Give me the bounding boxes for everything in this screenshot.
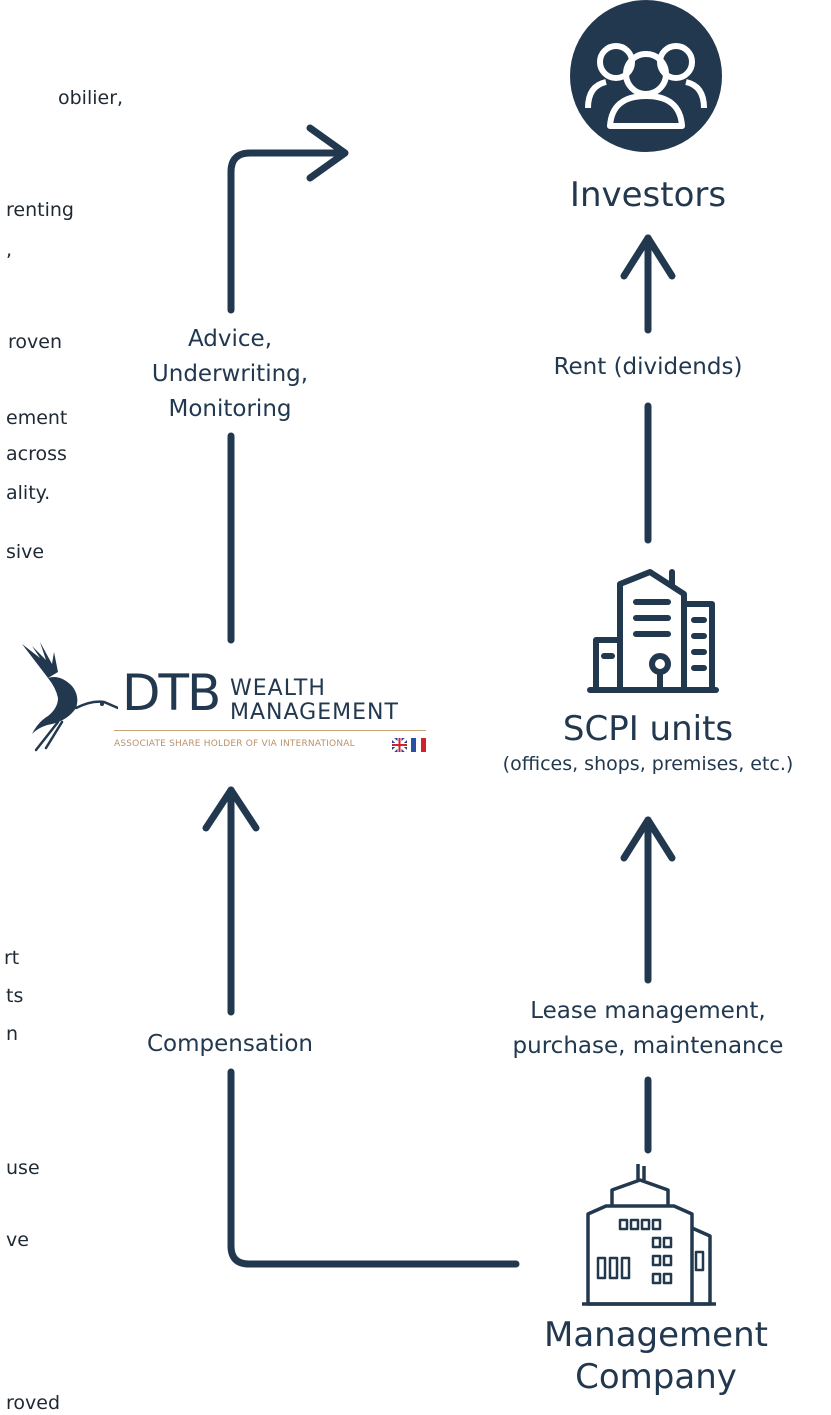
left-text-fragment-5: ement [6, 407, 68, 429]
left-text-fragment-11: n [6, 1023, 19, 1045]
left-text-fragment-6: across [6, 443, 67, 465]
compensation-connector-lower [227, 1068, 520, 1268]
advice-connector-upper [227, 149, 347, 314]
stork-icon [22, 642, 118, 752]
lease-label-line1: Lease management, [530, 998, 766, 1024]
investors-icon [570, 0, 722, 152]
dtb-logo: DTB WEALTH MANAGEMENT ASSOCIATE SHARE HO… [18, 638, 430, 756]
advice-arrowhead [306, 124, 349, 182]
left-text-fragment-4: roven [8, 331, 62, 353]
left-text-fragment-2: renting [6, 199, 74, 221]
management-building-icon [582, 1164, 716, 1306]
scpi-units-label: SCPI units [562, 709, 734, 749]
left-text-fragment-3: , [6, 239, 13, 261]
compensation-label: Compensation [147, 1031, 313, 1057]
lease-label-line2: purchase, maintenance [512, 1033, 784, 1059]
language-flags-icon[interactable] [392, 738, 426, 752]
logo-wealth: WEALTH [230, 676, 326, 701]
logo-divider [114, 730, 426, 731]
compensation-arrowhead [202, 786, 260, 832]
advice-label-line1: Advice, [187, 326, 273, 352]
logo-associate-text: ASSOCIATE SHARE HOLDER OF VIA INTERNATIO… [114, 739, 355, 749]
advice-label-line3: Monitoring [168, 396, 292, 422]
lease-arrowhead [620, 816, 676, 862]
management-company-label-line1: Management [544, 1315, 768, 1355]
scpi-units-sublabel: (offices, shops, premises, etc.) [502, 753, 794, 775]
rent-dividends-label: Rent (dividends) [553, 354, 743, 380]
logo-management: MANAGEMENT [230, 700, 399, 725]
scpi-buildings-icon [587, 569, 719, 693]
left-text-fragment-12: use [6, 1157, 40, 1179]
left-text-fragment-10: ts [6, 985, 24, 1007]
left-text-fragment-13: ve [6, 1229, 29, 1251]
left-text-fragment-7: ality. [6, 482, 51, 504]
management-company-label-line2: Company [575, 1357, 737, 1397]
investors-label: Investors [569, 175, 727, 215]
rent-arrowhead [620, 234, 676, 280]
left-text-fragment-1: obilier, [58, 87, 124, 109]
logo-brand: DTB [122, 664, 221, 722]
left-text-fragment-9: rt [4, 947, 20, 969]
advice-label-line2: Underwriting, [151, 361, 309, 387]
left-text-fragment-8: sive [6, 541, 45, 563]
